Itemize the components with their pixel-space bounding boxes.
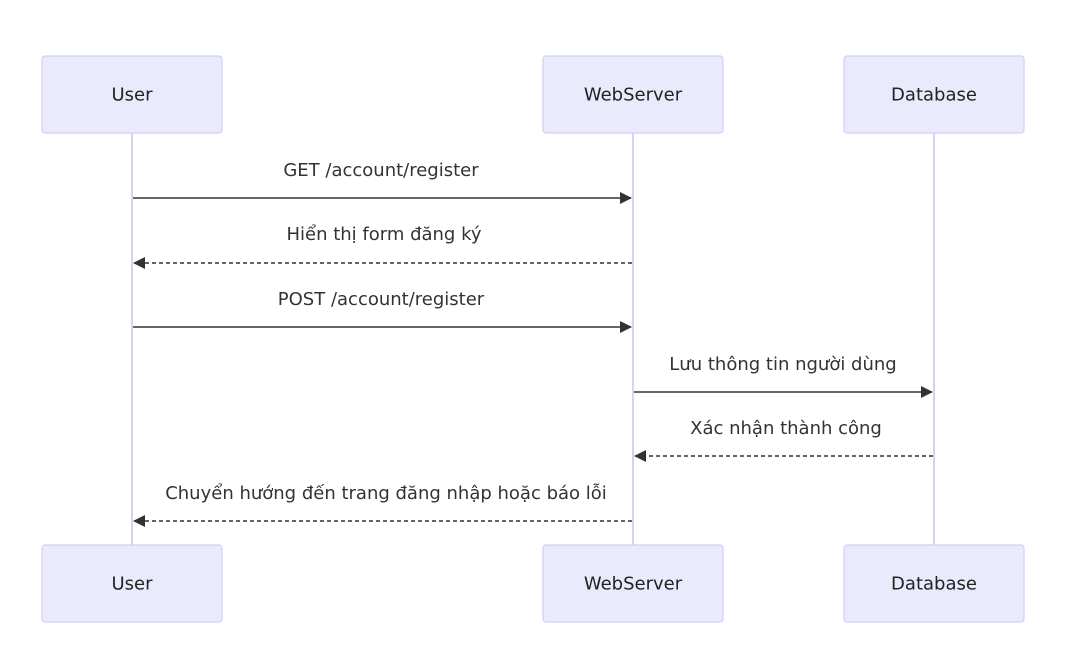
message-1: GET /account/register xyxy=(133,160,632,204)
actor-database-top: Database xyxy=(843,55,1025,134)
actor-label: Database xyxy=(891,574,977,595)
message-label: Chuyển hướng đến trang đăng nhập hoặc bá… xyxy=(165,483,607,504)
message-2: Hiển thị form đăng ký xyxy=(133,224,632,269)
message-label: GET /account/register xyxy=(283,160,479,181)
message-label: Xác nhận thành công xyxy=(690,418,882,439)
actor-label: WebServer xyxy=(584,85,683,106)
actor-label: Database xyxy=(891,85,977,106)
actor-user-bottom: User xyxy=(41,544,223,623)
actor-label: User xyxy=(111,85,153,106)
actor-webserver-bottom: WebServer xyxy=(542,544,724,623)
actor-user-top: User xyxy=(41,55,223,134)
message-label: Hiển thị form đăng ký xyxy=(286,224,481,245)
actor-label: WebServer xyxy=(584,574,683,595)
message-3: POST /account/register xyxy=(133,289,632,333)
message-label: POST /account/register xyxy=(278,289,485,310)
message-5: Xác nhận thành công xyxy=(634,418,933,462)
message-4: Lưu thông tin người dùng xyxy=(634,354,933,398)
message-6: Chuyển hướng đến trang đăng nhập hoặc bá… xyxy=(133,483,632,527)
actor-webserver-top: WebServer xyxy=(542,55,724,134)
message-label: Lưu thông tin người dùng xyxy=(669,354,896,375)
actor-database-bottom: Database xyxy=(843,544,1025,623)
actor-label: User xyxy=(111,574,153,595)
